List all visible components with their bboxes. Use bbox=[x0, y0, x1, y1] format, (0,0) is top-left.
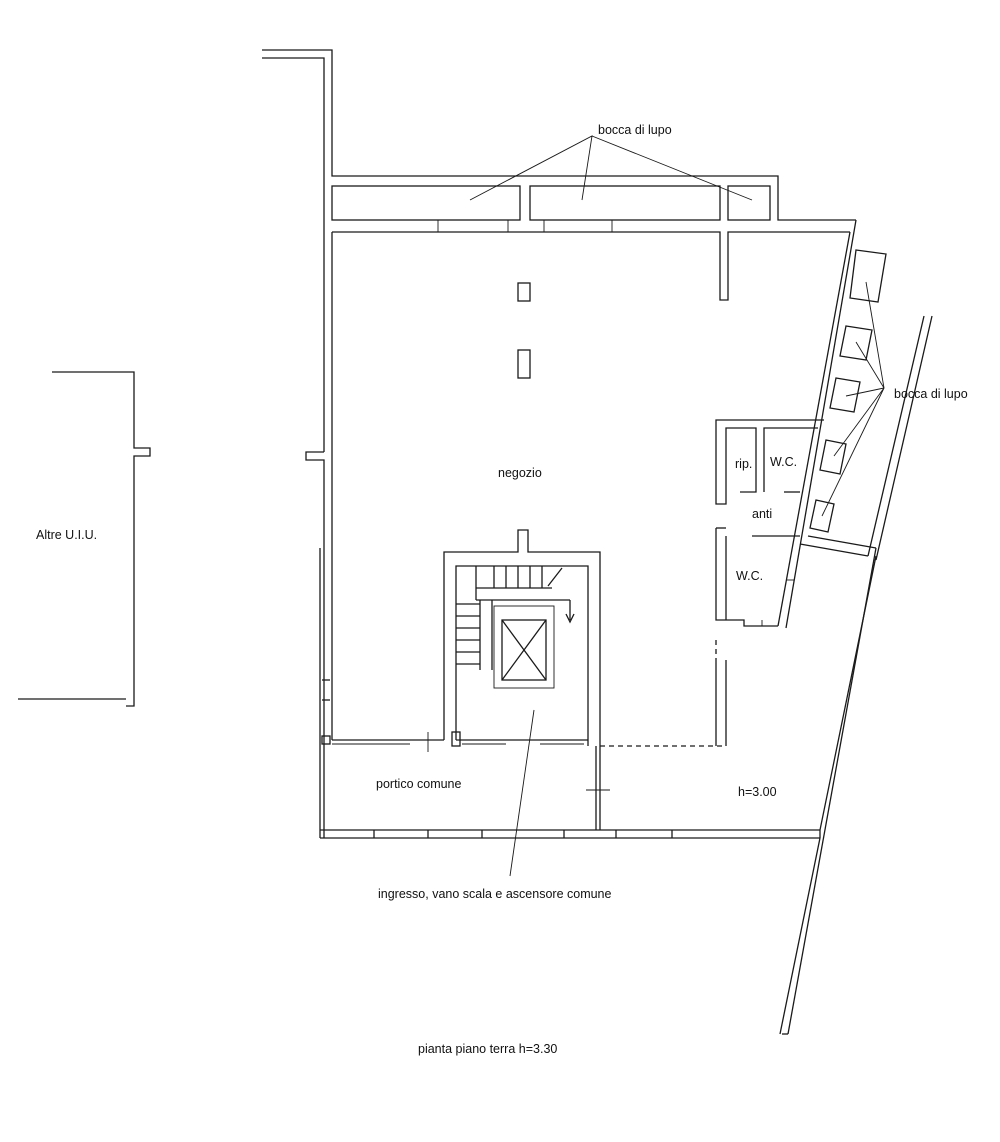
outer-walls bbox=[262, 49, 857, 839]
label-rip: rip. bbox=[735, 457, 752, 471]
front-facade bbox=[321, 640, 727, 830]
label-portico-comune: portico comune bbox=[376, 777, 462, 791]
label-height-portico: h=3.00 bbox=[738, 785, 777, 799]
right-light-wells bbox=[799, 249, 933, 561]
label-ingresso: ingresso, vano scala e ascensore comune bbox=[378, 887, 612, 901]
top-light-wells bbox=[331, 185, 771, 232]
label-wc-lower: W.C. bbox=[736, 569, 763, 583]
plan-caption: pianta piano terra h=3.30 bbox=[418, 1042, 557, 1056]
stair-core bbox=[443, 529, 601, 746]
label-wc-upper: W.C. bbox=[770, 455, 797, 469]
label-bocca-di-lupo-right: bocca di lupo bbox=[894, 387, 968, 401]
service-block bbox=[715, 419, 824, 627]
columns bbox=[517, 282, 531, 379]
label-bocca-di-lupo-top: bocca di lupo bbox=[598, 123, 672, 137]
site-boundary bbox=[779, 547, 877, 1035]
neighbour-unit-outline bbox=[18, 371, 151, 707]
ingresso-leader bbox=[509, 709, 535, 877]
label-anti: anti bbox=[752, 507, 772, 521]
right-light-wells-leaders bbox=[821, 281, 885, 517]
bottom-openings bbox=[373, 830, 673, 838]
label-altre-uiu: Altre U.I.U. bbox=[36, 528, 97, 542]
top-light-wells-leaders bbox=[469, 135, 753, 201]
label-negozio: negozio bbox=[498, 466, 542, 480]
